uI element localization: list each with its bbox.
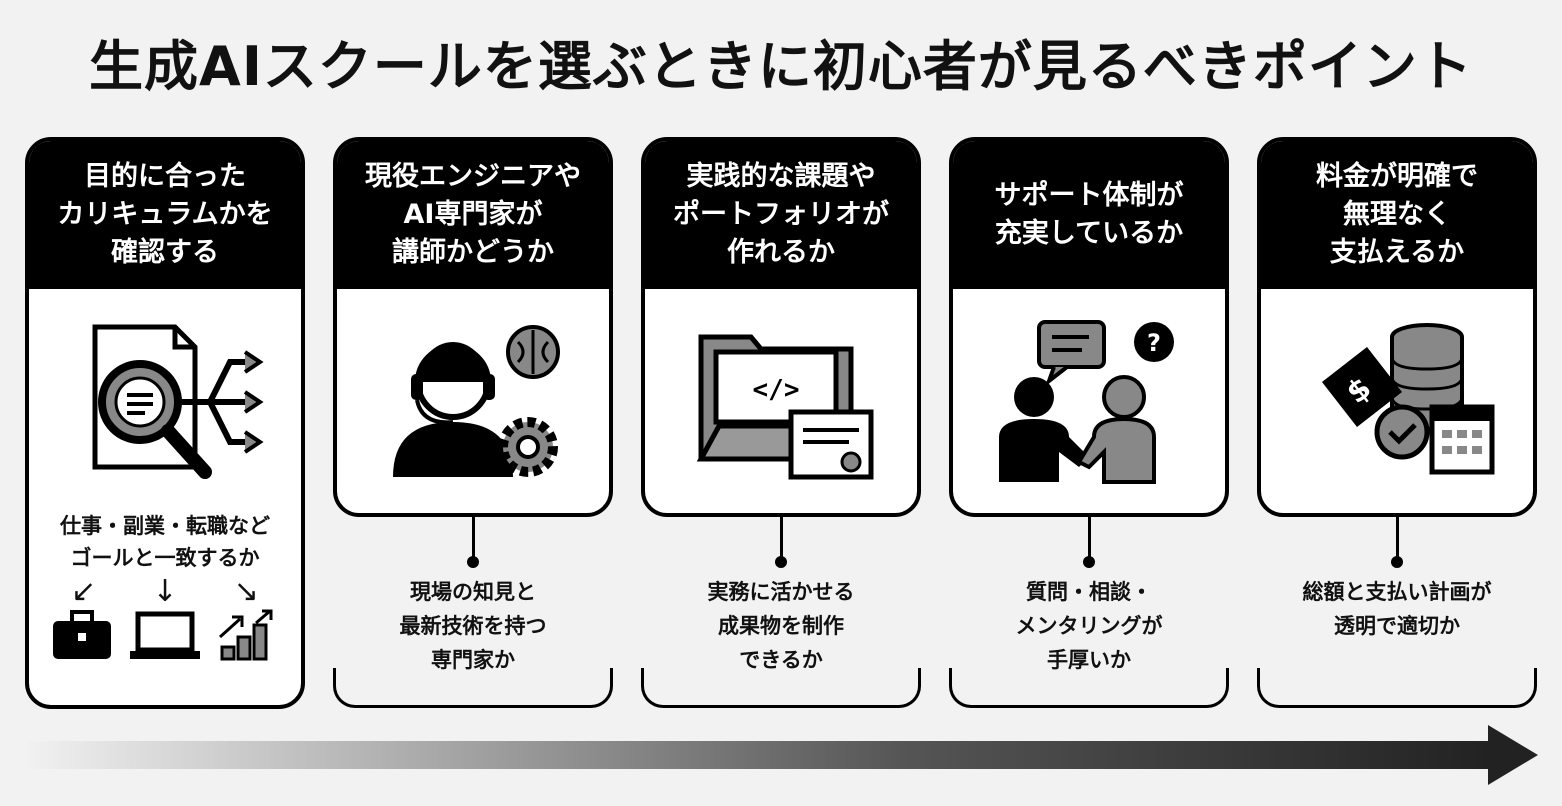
page-title: 生成AIスクールを選ぶときに初心者が見るべきポイント (89, 35, 1473, 98)
svg-text:?: ? (1147, 329, 1161, 357)
point-card-support: サポート体制が 充実しているか ? (949, 137, 1229, 517)
card-heading: サポート体制が 充実しているか (953, 141, 1225, 289)
card-heading: 実践的な課題や ポートフォリオが 作れるか (645, 141, 917, 289)
briefcase-icon (53, 610, 111, 659)
handshake-chat-icon: ? (953, 289, 1225, 513)
goal-arrows: ↙ ↓ ↘ (29, 574, 301, 609)
connector-line (472, 517, 475, 559)
bracket (949, 668, 1229, 708)
arrow-down-right-icon: ↘ (233, 574, 259, 609)
connector-dot (1391, 556, 1403, 568)
arrow-down-icon: ↓ (152, 574, 178, 609)
headset-expert-icon (337, 289, 609, 513)
card-heading: 料金が明確で 無理なく 支払えるか (1261, 141, 1533, 289)
connector-line (780, 517, 783, 559)
point-card-portfolio: 実践的な課題や ポートフォリオが 作れるか </> (641, 137, 921, 517)
laptop-icon (130, 611, 200, 659)
magnifier-document-icon (29, 289, 301, 514)
point-card-pricing: 料金が明確で 無理なく 支払えるか $ (1257, 137, 1537, 517)
connector-line (1088, 517, 1091, 559)
connector-dot (1083, 556, 1095, 568)
arrow-right-icon (1488, 725, 1538, 785)
card-note: 質問・相談・ メンタリングが 手厚いか (1015, 580, 1163, 672)
bracket (333, 668, 613, 708)
arrow-down-left-icon: ↙ (71, 574, 97, 609)
card-note: 総額と支払い計画が 透明で適切か (1302, 580, 1492, 638)
card-heading: 現役エンジニアや AI専門家が 講師かどうか (337, 141, 609, 289)
point-card-instructor: 現役エンジニアや AI専門家が 講師かどうか (333, 137, 613, 517)
bracket (641, 668, 921, 708)
card-heading: 目的に合った カリキュラムかを 確認する (29, 141, 301, 289)
growth-chart-icon (218, 609, 273, 661)
card-note: 実務に活かせる 成果物を制作 できるか (707, 580, 855, 672)
coins-price-calendar-icon: $ (1261, 289, 1533, 513)
svg-text:</>: </> (753, 375, 800, 405)
progress-arrow-shaft (22, 741, 1492, 769)
card-note: 現場の知見と 最新技術を持つ 専門家か (399, 580, 547, 672)
bracket (1257, 668, 1537, 708)
connector-dot (467, 556, 479, 568)
code-folder-certificate-icon: </> (645, 289, 917, 513)
connector-dot (775, 556, 787, 568)
card-note: 仕事・副業・転職など ゴールと一致するか (60, 514, 270, 570)
connector-line (1396, 517, 1399, 559)
point-card-curriculum: 目的に合った カリキュラムかを 確認する 仕事・副業・転職など ゴールと一致する… (25, 137, 305, 709)
